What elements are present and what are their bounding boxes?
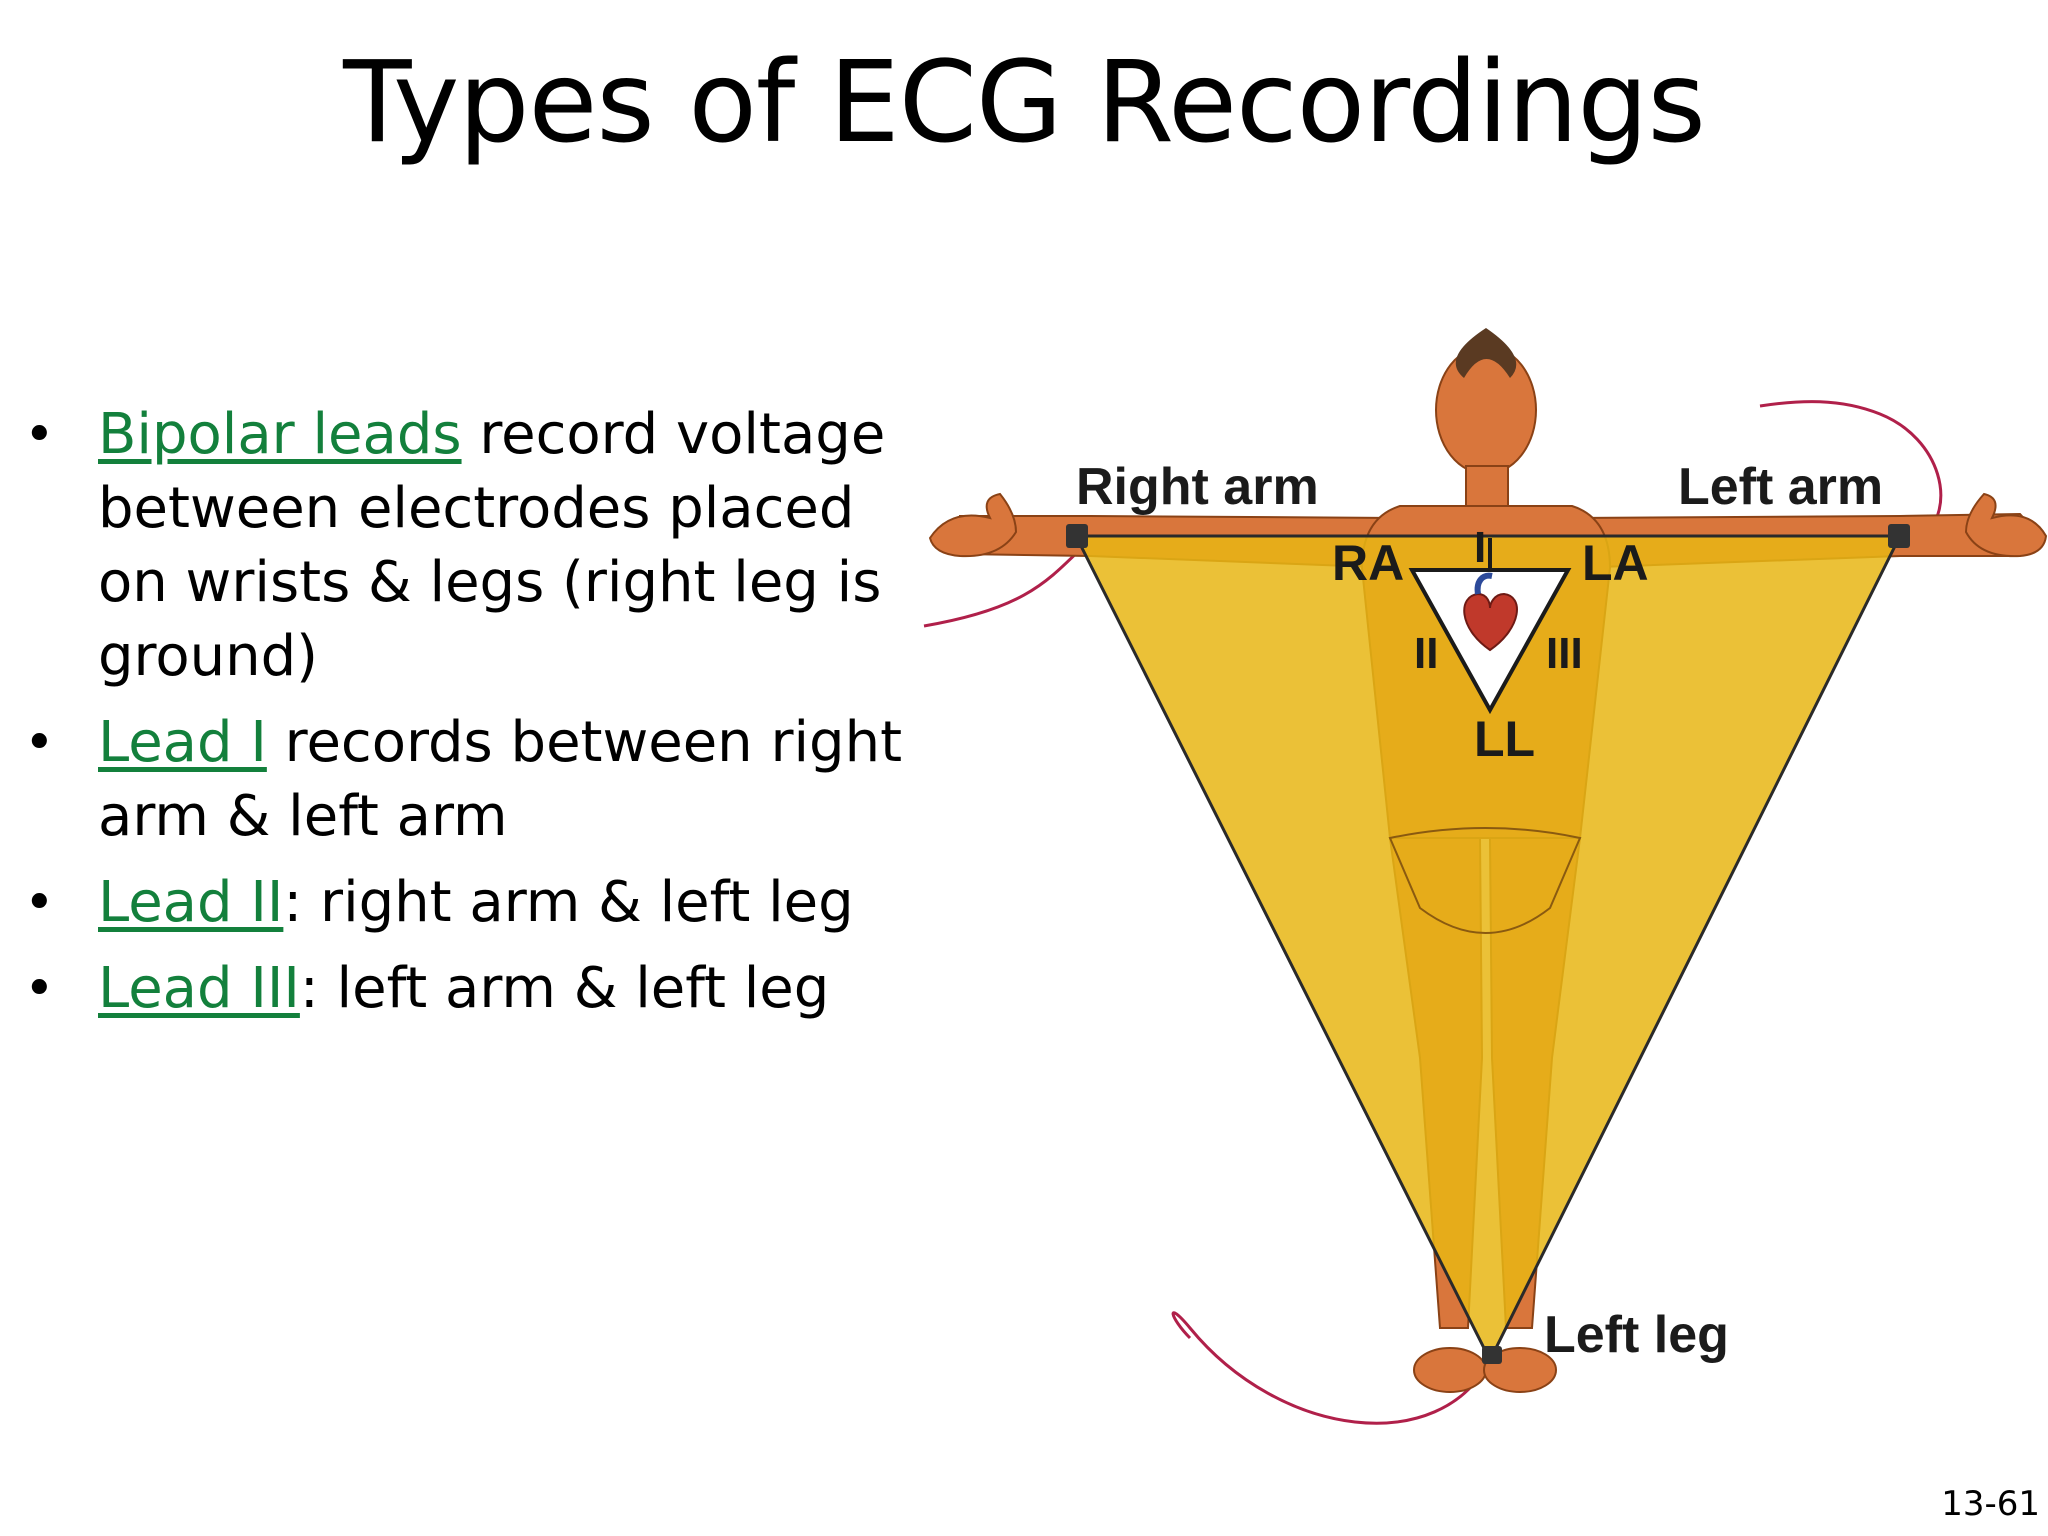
- bullet-icon: •: [24, 873, 55, 933]
- heart-icon: [1463, 572, 1518, 652]
- lead-ii-label: II: [1414, 629, 1438, 678]
- lead-i-link[interactable]: Lead I: [98, 710, 267, 775]
- bullet-text: records between right arm & left arm: [98, 710, 903, 849]
- right-arm-electrode: [1066, 524, 1088, 548]
- left-leg-wire: [1171, 1311, 1492, 1425]
- left-arm-label: Left arm: [1678, 458, 1883, 516]
- page-number: 13-61: [1941, 1484, 2040, 1524]
- neck: [1465, 465, 1509, 507]
- einthoven-diagram: Right arm Left arm RA LA I II III LL Lef…: [923, 328, 2048, 1425]
- ra-label: RA: [1332, 535, 1404, 591]
- bullet-text: : left arm & left leg: [299, 956, 830, 1021]
- einthoven-triangle: [1073, 534, 1903, 1364]
- left-leg-label: Left leg: [1544, 1306, 1729, 1364]
- right-foot: [1413, 1347, 1487, 1393]
- ll-label: LL: [1474, 711, 1535, 767]
- briefs-outline: [1388, 827, 1582, 934]
- left-arm-electrode: [1888, 524, 1910, 548]
- left-hand: [1964, 492, 2048, 558]
- bullet-icon: •: [24, 405, 55, 465]
- bullet-item: • Bipolar leads record voltage between e…: [24, 398, 904, 694]
- bullet-icon: •: [24, 713, 55, 773]
- slide-title: Types of ECG Recordings: [343, 38, 1706, 168]
- bullet-text: record voltage between electrodes placed…: [98, 402, 886, 689]
- bullet-item: • Lead II: right arm & left leg: [24, 866, 904, 940]
- left-arm-wire: [1759, 400, 1943, 542]
- bullet-item: • Lead I records between right arm & lef…: [24, 706, 904, 854]
- bullet-text: : right arm & left leg: [283, 870, 854, 935]
- lead-ii-link[interactable]: Lead II: [98, 870, 284, 935]
- hair: [1455, 328, 1517, 378]
- la-label: LA: [1582, 535, 1649, 591]
- left-leg-electrode: [1482, 1346, 1502, 1364]
- lead-i-label: I: [1474, 523, 1486, 572]
- bullet-list: • Bipolar leads record voltage between e…: [24, 398, 904, 1038]
- right-hand: [928, 492, 1018, 558]
- einthoven-triangle-figure: Right arm Left arm RA LA I II III LL Lef…: [920, 318, 2048, 1478]
- right-arm-label: Right arm: [1076, 458, 1319, 516]
- head: [1435, 345, 1537, 475]
- lead-iii-label: III: [1546, 629, 1583, 678]
- bullet-item: • Lead III: left arm & left leg: [24, 952, 904, 1026]
- bipolar-leads-link[interactable]: Bipolar leads: [98, 402, 462, 467]
- bullet-icon: •: [24, 959, 55, 1019]
- lead-iii-link[interactable]: Lead III: [98, 956, 300, 1021]
